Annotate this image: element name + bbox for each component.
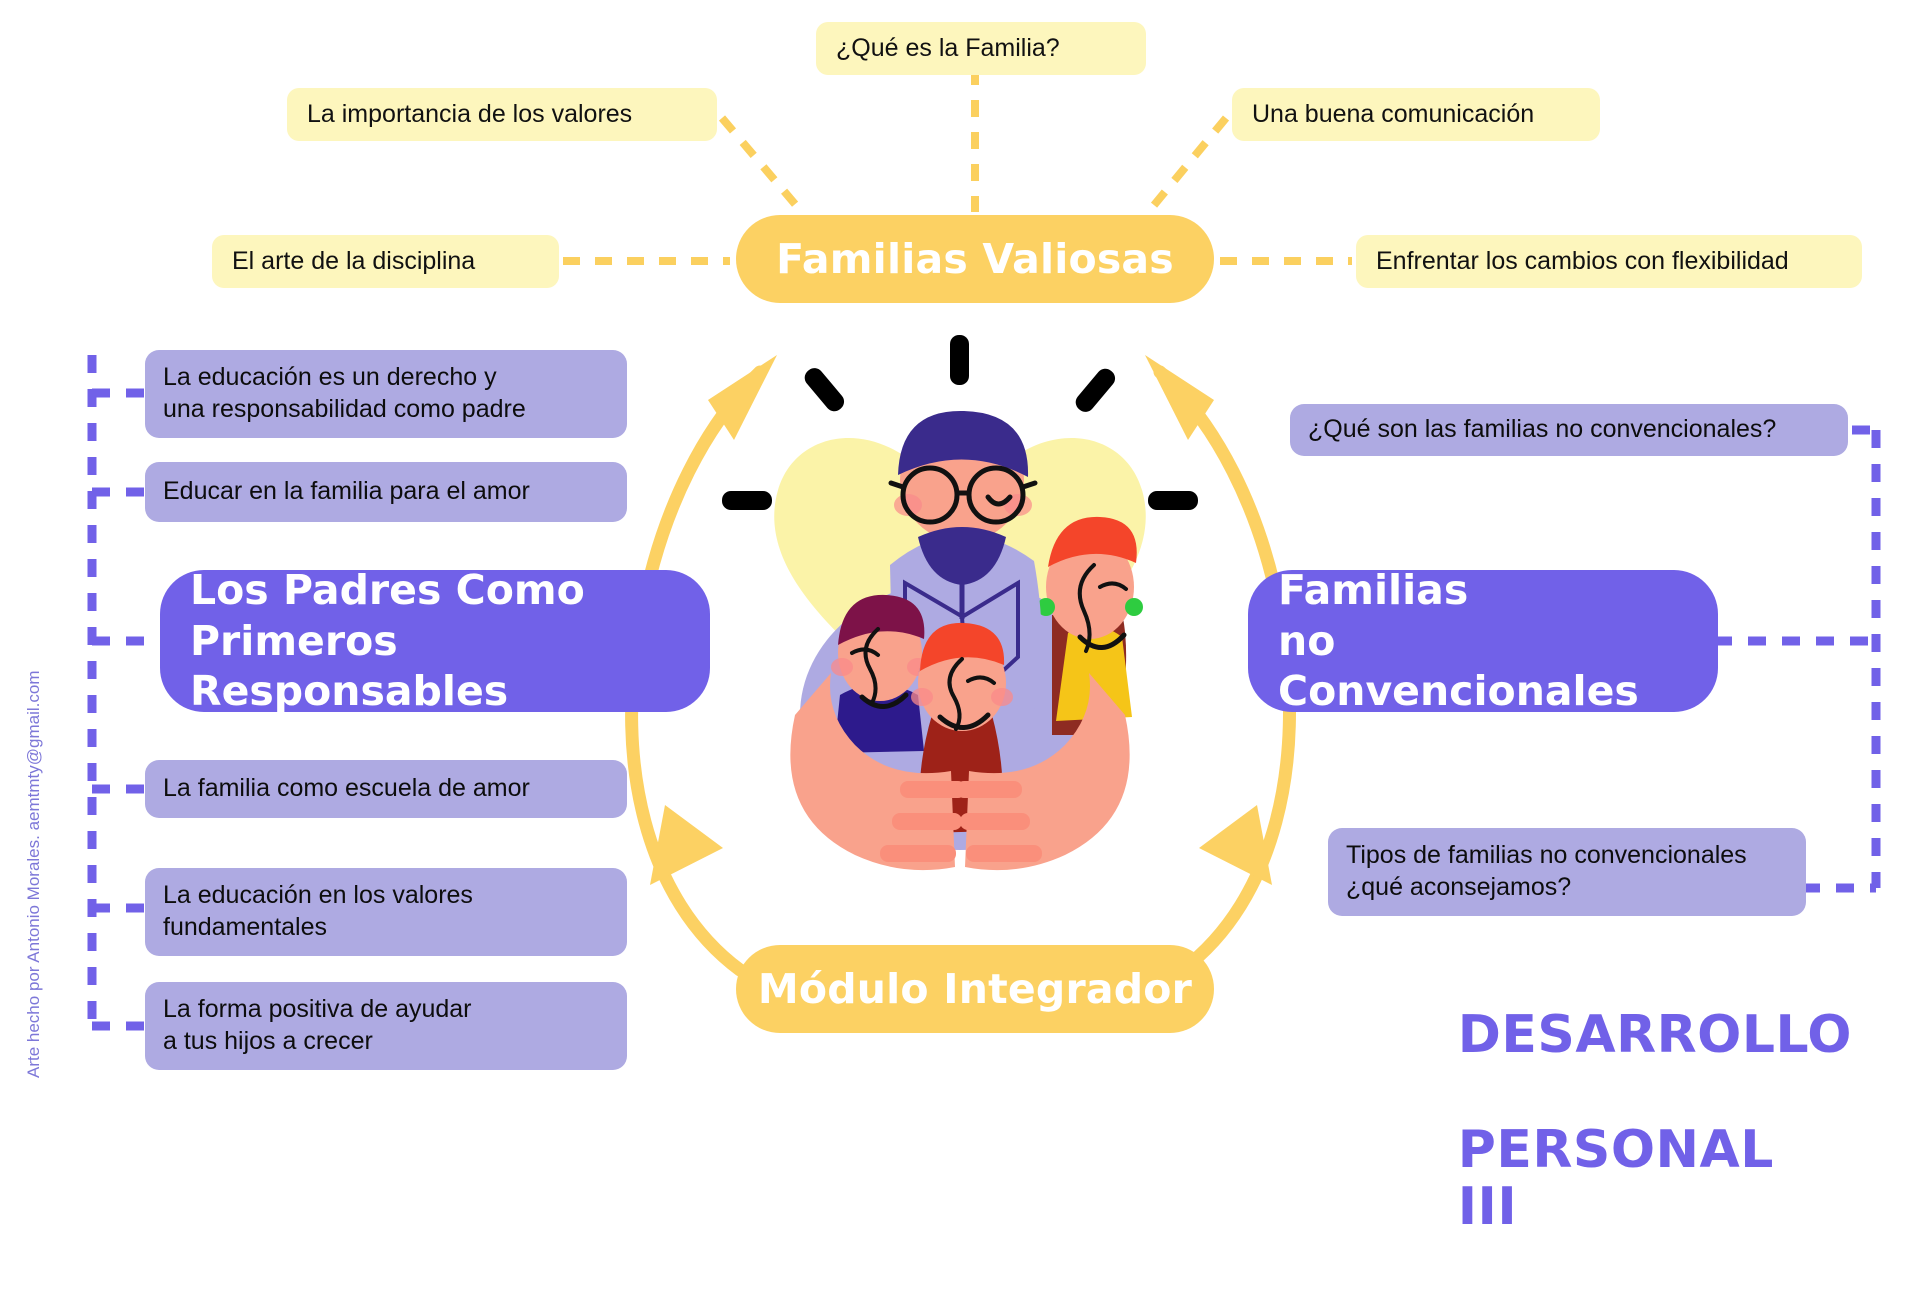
course-title-line-2: PERSONAL III (1457, 1119, 1774, 1237)
girl-hair (920, 622, 1005, 671)
course-title: DESARROLLO PERSONAL III (1458, 950, 1852, 1293)
branch-heading-familias-no-convencionales[interactable]: Familias no Convencionales (1248, 566, 1718, 715)
leaf-label: La forma positiva de ayudar a tus hijos … (163, 995, 472, 1055)
branch-heading-padres-responsables[interactable]: Los Padres Como Primeros Responsables (160, 566, 710, 715)
infographic-canvas: ¿Qué es la Familia? La importancia de lo… (24, 22, 1881, 1235)
leaf-enfrentar-cambios[interactable]: Enfrentar los cambios con flexibilidad (1356, 235, 1862, 288)
leaf-educacion-valores-fundamentales[interactable]: La educación en los valores fundamentale… (145, 868, 627, 956)
leaf-importancia-valores[interactable]: La importancia de los valores (287, 88, 717, 141)
leaf-forma-positiva-ayudar[interactable]: La forma positiva de ayudar a tus hijos … (145, 982, 627, 1070)
person-boy (831, 594, 929, 753)
leaf-label: La educación es un derecho y una respons… (163, 363, 526, 423)
center-footer-modulo-integrador[interactable]: Módulo Integrador (736, 945, 1214, 1033)
mother-shirt (1056, 625, 1132, 721)
leaf-buena-comunicacion[interactable]: Una buena comunicación (1232, 88, 1600, 141)
mother-face (1046, 535, 1134, 639)
leaf-label: Educar en la familia para el amor (163, 477, 530, 506)
fingers (880, 781, 1042, 862)
leaf-tipos-familias-no-convencionales[interactable]: Tipos de familias no convencionales ¿qué… (1328, 828, 1806, 916)
leaf-arte-disciplina[interactable]: El arte de la disciplina (212, 235, 559, 288)
conn-importancia (718, 115, 804, 213)
branch-heading-label: Familias no Convencionales (1278, 565, 1639, 716)
embracing-arms (790, 673, 1130, 871)
leaf-label: La familia como escuela de amor (163, 774, 530, 803)
leaf-label: La importancia de los valores (307, 100, 633, 128)
leaf-educar-familia-amor[interactable]: Educar en la familia para el amor (145, 462, 627, 522)
leaf-familia-escuela-amor[interactable]: La familia como escuela de amor (145, 760, 627, 818)
father-hair (898, 410, 1029, 477)
center-title-label: Familias Valiosas (776, 235, 1174, 283)
leaf-label: El arte de la disciplina (232, 247, 476, 275)
leaf-label: La educación en los valores fundamentale… (163, 881, 473, 941)
family-embrace-illustration (722, 335, 1198, 871)
leaf-label: Una buena comunicación (1252, 100, 1535, 128)
artist-credit: Arte hecho por Antonio Morales. aemtmty@… (24, 670, 43, 1079)
leaf-educacion-derecho[interactable]: La educación es un derecho y una respons… (145, 350, 627, 438)
conn-comunicacion (1146, 115, 1230, 213)
leaf-label: Tipos de familias no convencionales ¿qué… (1346, 841, 1747, 901)
branch-heading-label: Los Padres Como Primeros Responsables (190, 565, 585, 716)
boy-hair (838, 594, 925, 645)
leaf-label: Enfrentar los cambios con flexibilidad (1376, 247, 1789, 275)
father-moustache (918, 527, 1006, 585)
course-title-line-1: DESARROLLO (1457, 1005, 1852, 1066)
person-mother (1037, 516, 1143, 735)
mother-hair (1048, 516, 1137, 567)
leaf-que-es-la-familia[interactable]: ¿Qué es la Familia? (816, 22, 1146, 75)
leaf-label: ¿Qué son las familias no convencionales? (1308, 415, 1777, 444)
center-footer-label: Módulo Integrador (757, 965, 1193, 1013)
center-title-familias-valiosas[interactable]: Familias Valiosas (736, 215, 1214, 303)
leaf-que-son-familias-no-convencionales[interactable]: ¿Qué son las familias no convencionales? (1290, 404, 1848, 456)
leaf-label: ¿Qué es la Familia? (836, 34, 1060, 62)
